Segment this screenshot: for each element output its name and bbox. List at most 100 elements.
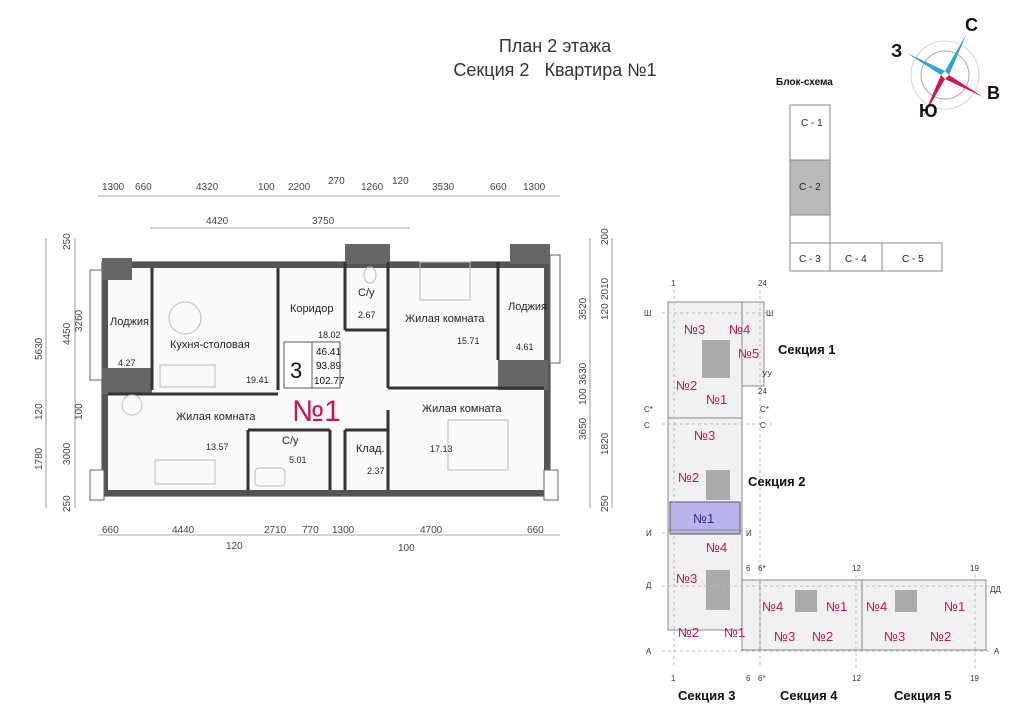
svg-text:100: 100 (398, 543, 415, 554)
room-storage-area: 2.37 (367, 466, 385, 476)
key-plan-section-2: Секция 2 (748, 474, 806, 489)
compass-rose: С Ю В З (891, 15, 1000, 121)
svg-text:660: 660 (527, 525, 544, 536)
svg-text:3260: 3260 (74, 309, 85, 332)
room-bedroom-2-name: Жилая комната (176, 411, 256, 423)
svg-text:№3: №3 (684, 322, 705, 337)
svg-text:6: 6 (746, 564, 751, 573)
badge-rooms: 3 (290, 358, 302, 383)
svg-text:№3: №3 (884, 629, 905, 644)
svg-text:3520: 3520 (578, 297, 589, 320)
svg-text:И: И (646, 529, 652, 538)
svg-text:200: 200 (600, 228, 611, 245)
svg-text:19: 19 (970, 564, 979, 573)
subtitle-apartment: Квартира №1 (544, 60, 657, 80)
svg-text:№2: №2 (676, 378, 697, 393)
svg-text:120: 120 (226, 541, 243, 552)
key-plan-section-4: Секция 4 (780, 688, 838, 703)
svg-text:№2: №2 (812, 629, 833, 644)
svg-text:№2: №2 (930, 629, 951, 644)
svg-text:№3: №3 (774, 629, 795, 644)
key-plan-section-3: Секция 3 (678, 688, 736, 703)
room-bath-1-area: 2.67 (358, 310, 376, 320)
block-c4: С - 4 (845, 254, 867, 265)
svg-text:Ш: Ш (644, 309, 651, 318)
svg-text:120: 120 (392, 176, 409, 187)
svg-text:С: С (760, 421, 766, 430)
svg-text:А: А (646, 647, 652, 656)
svg-text:№5: №5 (738, 346, 759, 361)
svg-text:№4: №4 (706, 540, 727, 555)
svg-text:А: А (994, 647, 1000, 656)
svg-text:2200: 2200 (288, 182, 311, 193)
badge-area-living: 46.41 (316, 347, 341, 358)
svg-text:12: 12 (852, 564, 861, 573)
apartment-plan (89, 244, 561, 501)
svg-text:1820: 1820 (600, 432, 611, 455)
room-bedroom-1-name: Жилая комната (405, 313, 485, 325)
block-c5: С - 5 (902, 254, 924, 265)
svg-text:3650: 3650 (578, 417, 589, 440)
svg-text:1300: 1300 (102, 182, 125, 193)
svg-text:100: 100 (74, 403, 85, 420)
svg-text:4450: 4450 (62, 322, 73, 345)
svg-text:№2: №2 (678, 625, 699, 640)
svg-text:№4: №4 (729, 322, 750, 337)
plan-title: План 2 этажа (498, 36, 612, 56)
block-scheme: Блок-схема С - 1 С - 2 С - 3 С - 4 С - 5 (776, 77, 943, 272)
badge-number: №1 (292, 395, 341, 428)
block-c2: С - 2 (799, 182, 821, 193)
svg-text:100: 100 (258, 182, 275, 193)
key-plan-selected-apartment (669, 501, 741, 535)
key-plan-section-1: Секция 1 (778, 342, 836, 357)
svg-text:12: 12 (852, 674, 861, 683)
room-corridor-area: 18.02 (318, 330, 341, 340)
svg-text:ДД: ДД (990, 585, 1001, 594)
dimensions-left: 250 5630 120 1780 250 4450 3260 100 3000 (34, 233, 85, 512)
room-kitchen-area: 19.41 (246, 375, 269, 385)
svg-text:19: 19 (970, 674, 979, 683)
svg-text:4440: 4440 (172, 525, 195, 536)
compass-n: С (965, 15, 978, 35)
svg-text:№1: №1 (724, 625, 745, 640)
svg-text:1260: 1260 (361, 182, 384, 193)
svg-text:№4: №4 (866, 599, 887, 614)
svg-text:1: 1 (671, 279, 676, 288)
dimensions-top-labels: 1300 660 4320 100 2200 270 1260 120 3530… (102, 176, 546, 227)
svg-text:Д: Д (646, 581, 652, 590)
badge-area-full: 102.77 (314, 376, 345, 387)
svg-text:24: 24 (758, 387, 767, 396)
svg-text:№1: №1 (826, 599, 847, 614)
room-bedroom-1-area: 15.71 (457, 336, 480, 346)
room-bedroom-2-area: 13.57 (206, 442, 229, 452)
svg-text:660: 660 (102, 525, 119, 536)
svg-text:№1: №1 (944, 599, 965, 614)
svg-text:6: 6 (746, 674, 751, 683)
dimensions-right: 3520 3630 100 3650 200 2010 120 1820 250 (578, 228, 613, 512)
key-plan-axes: 1 24 Ш Ш УУ 24 С* С* С С И И 6 6* Д 12 1… (644, 279, 1001, 683)
svg-text:№2: №2 (678, 470, 699, 485)
key-plan-selected-label: №1 (693, 511, 714, 526)
svg-text:120: 120 (600, 303, 611, 320)
room-loggia-1-area: 4.27 (118, 358, 136, 368)
block-c1: С - 1 (801, 118, 823, 129)
room-loggia-2-name: Лоджия (508, 301, 547, 313)
room-bath-2-area: 5.01 (289, 455, 307, 465)
svg-text:1300: 1300 (523, 182, 546, 193)
dimensions-bottom-labels: 660 4440 2710 770 1300 4700 660 120 100 (102, 525, 544, 554)
svg-text:4700: 4700 (420, 525, 443, 536)
svg-text:Ш: Ш (766, 309, 773, 318)
svg-text:3630: 3630 (578, 362, 589, 385)
svg-text:24: 24 (758, 279, 767, 288)
svg-text:250: 250 (62, 495, 73, 512)
compass-s: Ю (919, 101, 938, 121)
svg-text:С: С (644, 421, 650, 430)
svg-text:2710: 2710 (264, 525, 287, 536)
svg-text:250: 250 (62, 233, 73, 250)
badge-area-total: 93.89 (316, 361, 341, 372)
room-kitchen-name: Кухня-столовая (170, 339, 250, 351)
svg-text:№3: №3 (676, 571, 697, 586)
svg-text:3750: 3750 (312, 216, 335, 227)
key-plan-labels: №3 №4 №5 №2 №1 №3 №2 №1 №4 №3 №2 №1 №4 №… (676, 322, 965, 644)
